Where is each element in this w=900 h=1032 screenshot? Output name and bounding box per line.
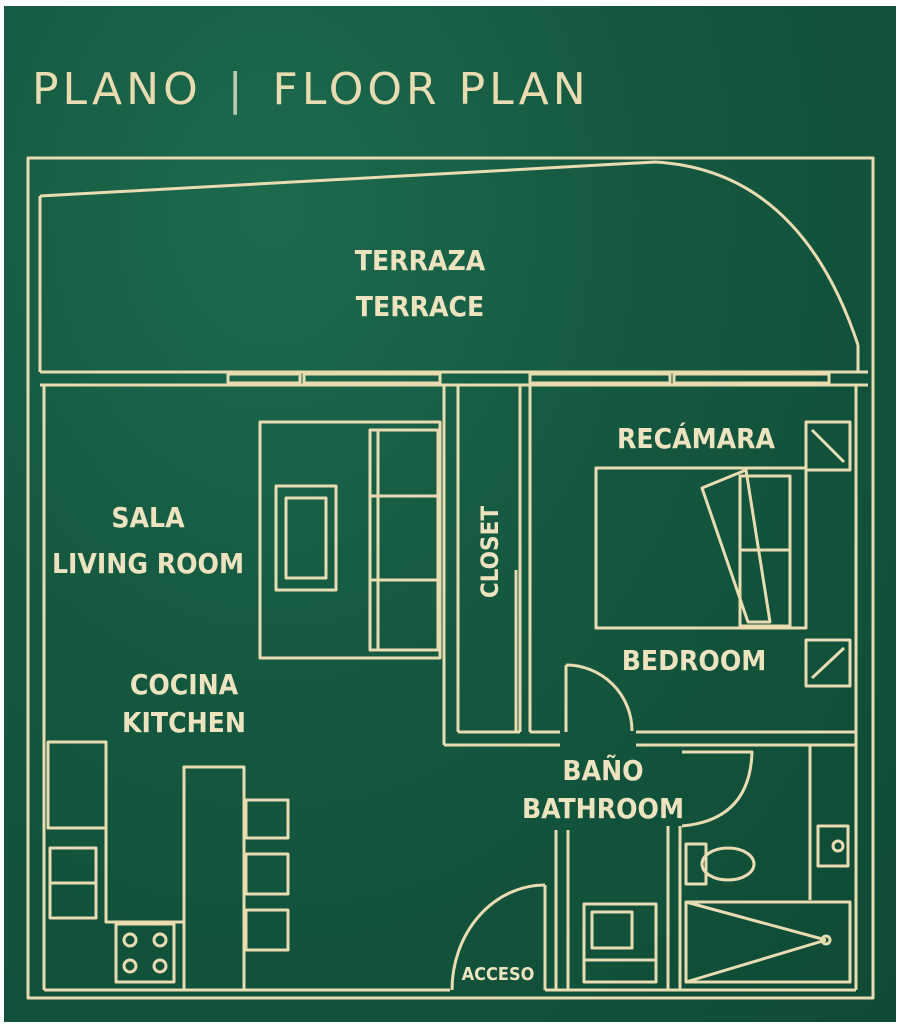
title-separator: | [227,64,247,115]
window-wall [40,370,868,387]
bathroom-walls [554,745,812,990]
label-living-es: SALA [111,501,185,534]
label-access: ACCESO [462,964,535,985]
stove [114,922,176,984]
closet-walls [442,385,532,745]
label-bath-es: BAÑO [562,753,643,787]
coffee-table [274,484,338,592]
sink [816,824,850,868]
toilet [684,842,756,886]
label-living-en: LIVING ROOM [52,547,244,580]
kitchen-island [182,765,246,992]
label-terrace-es: TERRAZA [355,244,486,277]
label-bedroom-en: BEDROOM [622,644,767,677]
entry-door-swing [450,883,546,991]
title-spanish: PLANO [32,64,202,115]
bath-door-swing [681,750,754,828]
terrace-railing [39,160,860,346]
nightstand-bottom [804,638,852,688]
washer-dryer [582,902,658,984]
label-kitchen-en: KITCHEN [122,706,246,739]
label-terrace-en: TERRACE [356,290,484,323]
title-english: FLOOR PLAN [272,64,590,115]
label-bath-en: BATHROOM [522,792,684,825]
page-title: PLANO | FLOOR PLAN [32,64,590,115]
floor-plan-frame: PLANO | FLOOR PLAN [4,6,896,1022]
bar-stools [244,798,290,952]
label-closet: CLOSET [476,506,504,598]
shower [684,900,852,984]
outer-boundary [26,156,875,1000]
nightstand-top [804,420,852,472]
label-bedroom-es: RECÁMARA [617,421,776,455]
bed [594,466,808,630]
sofa [258,420,442,660]
label-kitchen-es: COCINA [130,668,239,701]
bedroom-door-swing [565,663,634,732]
